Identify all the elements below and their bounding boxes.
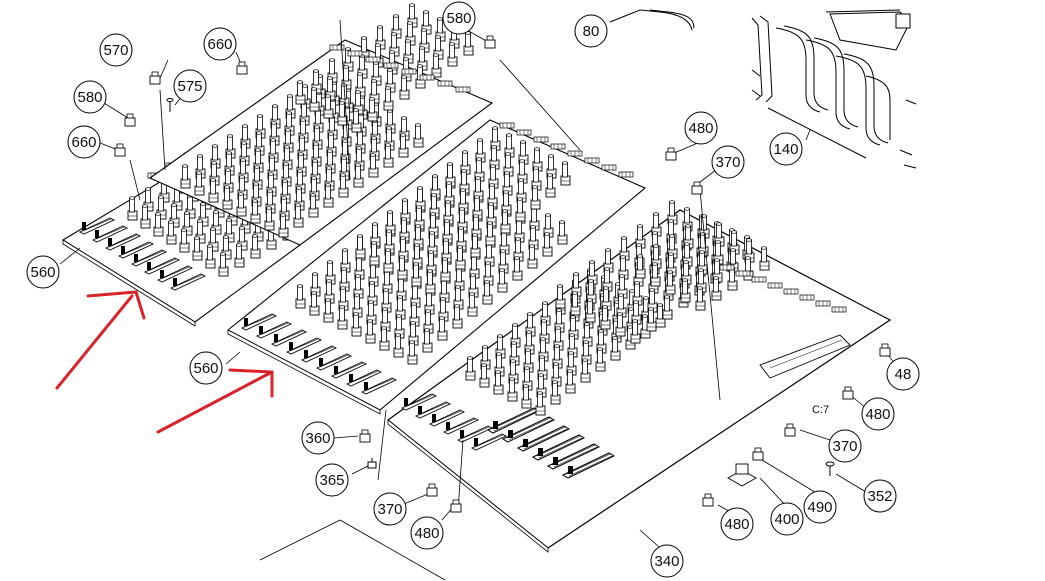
- callout-label: 490: [807, 499, 832, 516]
- callout-352: 352: [863, 479, 897, 513]
- callout-480: 480: [684, 111, 718, 145]
- header-strip: [347, 50, 363, 57]
- callout-660: 660: [203, 27, 237, 61]
- callout-label: 360: [305, 430, 330, 447]
- partial-part-80: [609, 9, 695, 31]
- callout-label: 580: [446, 10, 471, 27]
- callout-480: 480: [861, 397, 895, 431]
- callout-label: 580: [77, 89, 102, 106]
- callout-label: 570: [103, 42, 128, 59]
- callout-label: 480: [688, 120, 713, 137]
- callout-label: 400: [774, 511, 799, 528]
- callout-label: 48: [895, 366, 912, 383]
- header-strip: [783, 288, 799, 295]
- callout-660: 660: [67, 125, 101, 159]
- header-strip: [365, 56, 381, 63]
- callout-layer: 5705755806605806605608014048037056036036…: [26, 1, 920, 578]
- middle-knob-board: [227, 119, 647, 415]
- main-master-board: C:7: [387, 200, 892, 553]
- header-strip: [618, 171, 634, 178]
- header-strip: [831, 306, 847, 313]
- callout-580: 580: [442, 1, 476, 35]
- ribbon-cable-assembly: [751, 9, 917, 169]
- callout-label: 370: [832, 438, 857, 455]
- callout-365: 365: [315, 463, 349, 497]
- header-strip: [751, 276, 767, 283]
- header-strip: [601, 164, 617, 171]
- header-strip: [533, 136, 549, 143]
- header-strip: [767, 282, 783, 289]
- red-arrow-lower: [156, 368, 274, 434]
- callout-490: 490: [803, 490, 837, 524]
- callout-370: 370: [373, 492, 407, 526]
- callout-370: 370: [828, 429, 862, 463]
- header-strip: [516, 129, 532, 136]
- header-strip: [437, 80, 453, 87]
- callout-label: 560: [193, 360, 218, 377]
- callout-label: 660: [71, 134, 96, 151]
- callout-label: 365: [319, 472, 344, 489]
- callout-580: 580: [73, 80, 107, 114]
- callout-360: 360: [301, 421, 335, 455]
- header-strip: [799, 294, 815, 301]
- callout-480: 480: [720, 507, 754, 541]
- header-strip: [383, 62, 399, 69]
- board-marking: C:7: [812, 404, 829, 416]
- knob: [463, 31, 474, 56]
- callout-560: 560: [26, 255, 60, 289]
- callout-400: 400: [770, 502, 804, 536]
- callout-480: 480: [410, 516, 444, 550]
- callout-label: 575: [177, 78, 202, 95]
- callout-label: 480: [724, 516, 749, 533]
- callout-label: 80: [583, 23, 600, 40]
- callout-48: 48: [886, 357, 920, 391]
- header-strip: [401, 68, 417, 75]
- callout-340: 340: [650, 544, 684, 578]
- callout-label: 560: [30, 264, 55, 281]
- callout-label: 660: [207, 36, 232, 53]
- callout-370: 370: [711, 145, 745, 179]
- callout-label: 140: [773, 141, 798, 158]
- loose-parts: [114, 35, 891, 513]
- callout-80: 80: [574, 14, 608, 48]
- header-strip: [499, 122, 515, 129]
- callout-label: 370: [715, 154, 740, 171]
- callout-label: 352: [867, 488, 892, 505]
- header-strip: [584, 157, 600, 164]
- header-strip: [455, 86, 471, 93]
- annotation-arrows: [55, 290, 274, 434]
- callout-140: 140: [769, 132, 803, 166]
- red-arrow-upper: [55, 290, 146, 390]
- callout-575: 575: [173, 69, 207, 103]
- callout-label: 480: [414, 525, 439, 542]
- top-knob-board: [148, 3, 494, 246]
- header-strip: [567, 150, 583, 157]
- header-strip: [719, 264, 735, 271]
- callout-label: 480: [865, 406, 890, 423]
- header-strip: [815, 300, 831, 307]
- callout-560: 560: [189, 351, 223, 385]
- header-strip: [419, 74, 435, 81]
- callout-label: 340: [654, 553, 679, 570]
- switch-strip: [759, 334, 851, 379]
- callout-label: 370: [377, 501, 402, 518]
- header-strip: [550, 143, 566, 150]
- header-strip: [735, 270, 751, 277]
- callout-570: 570: [99, 33, 133, 67]
